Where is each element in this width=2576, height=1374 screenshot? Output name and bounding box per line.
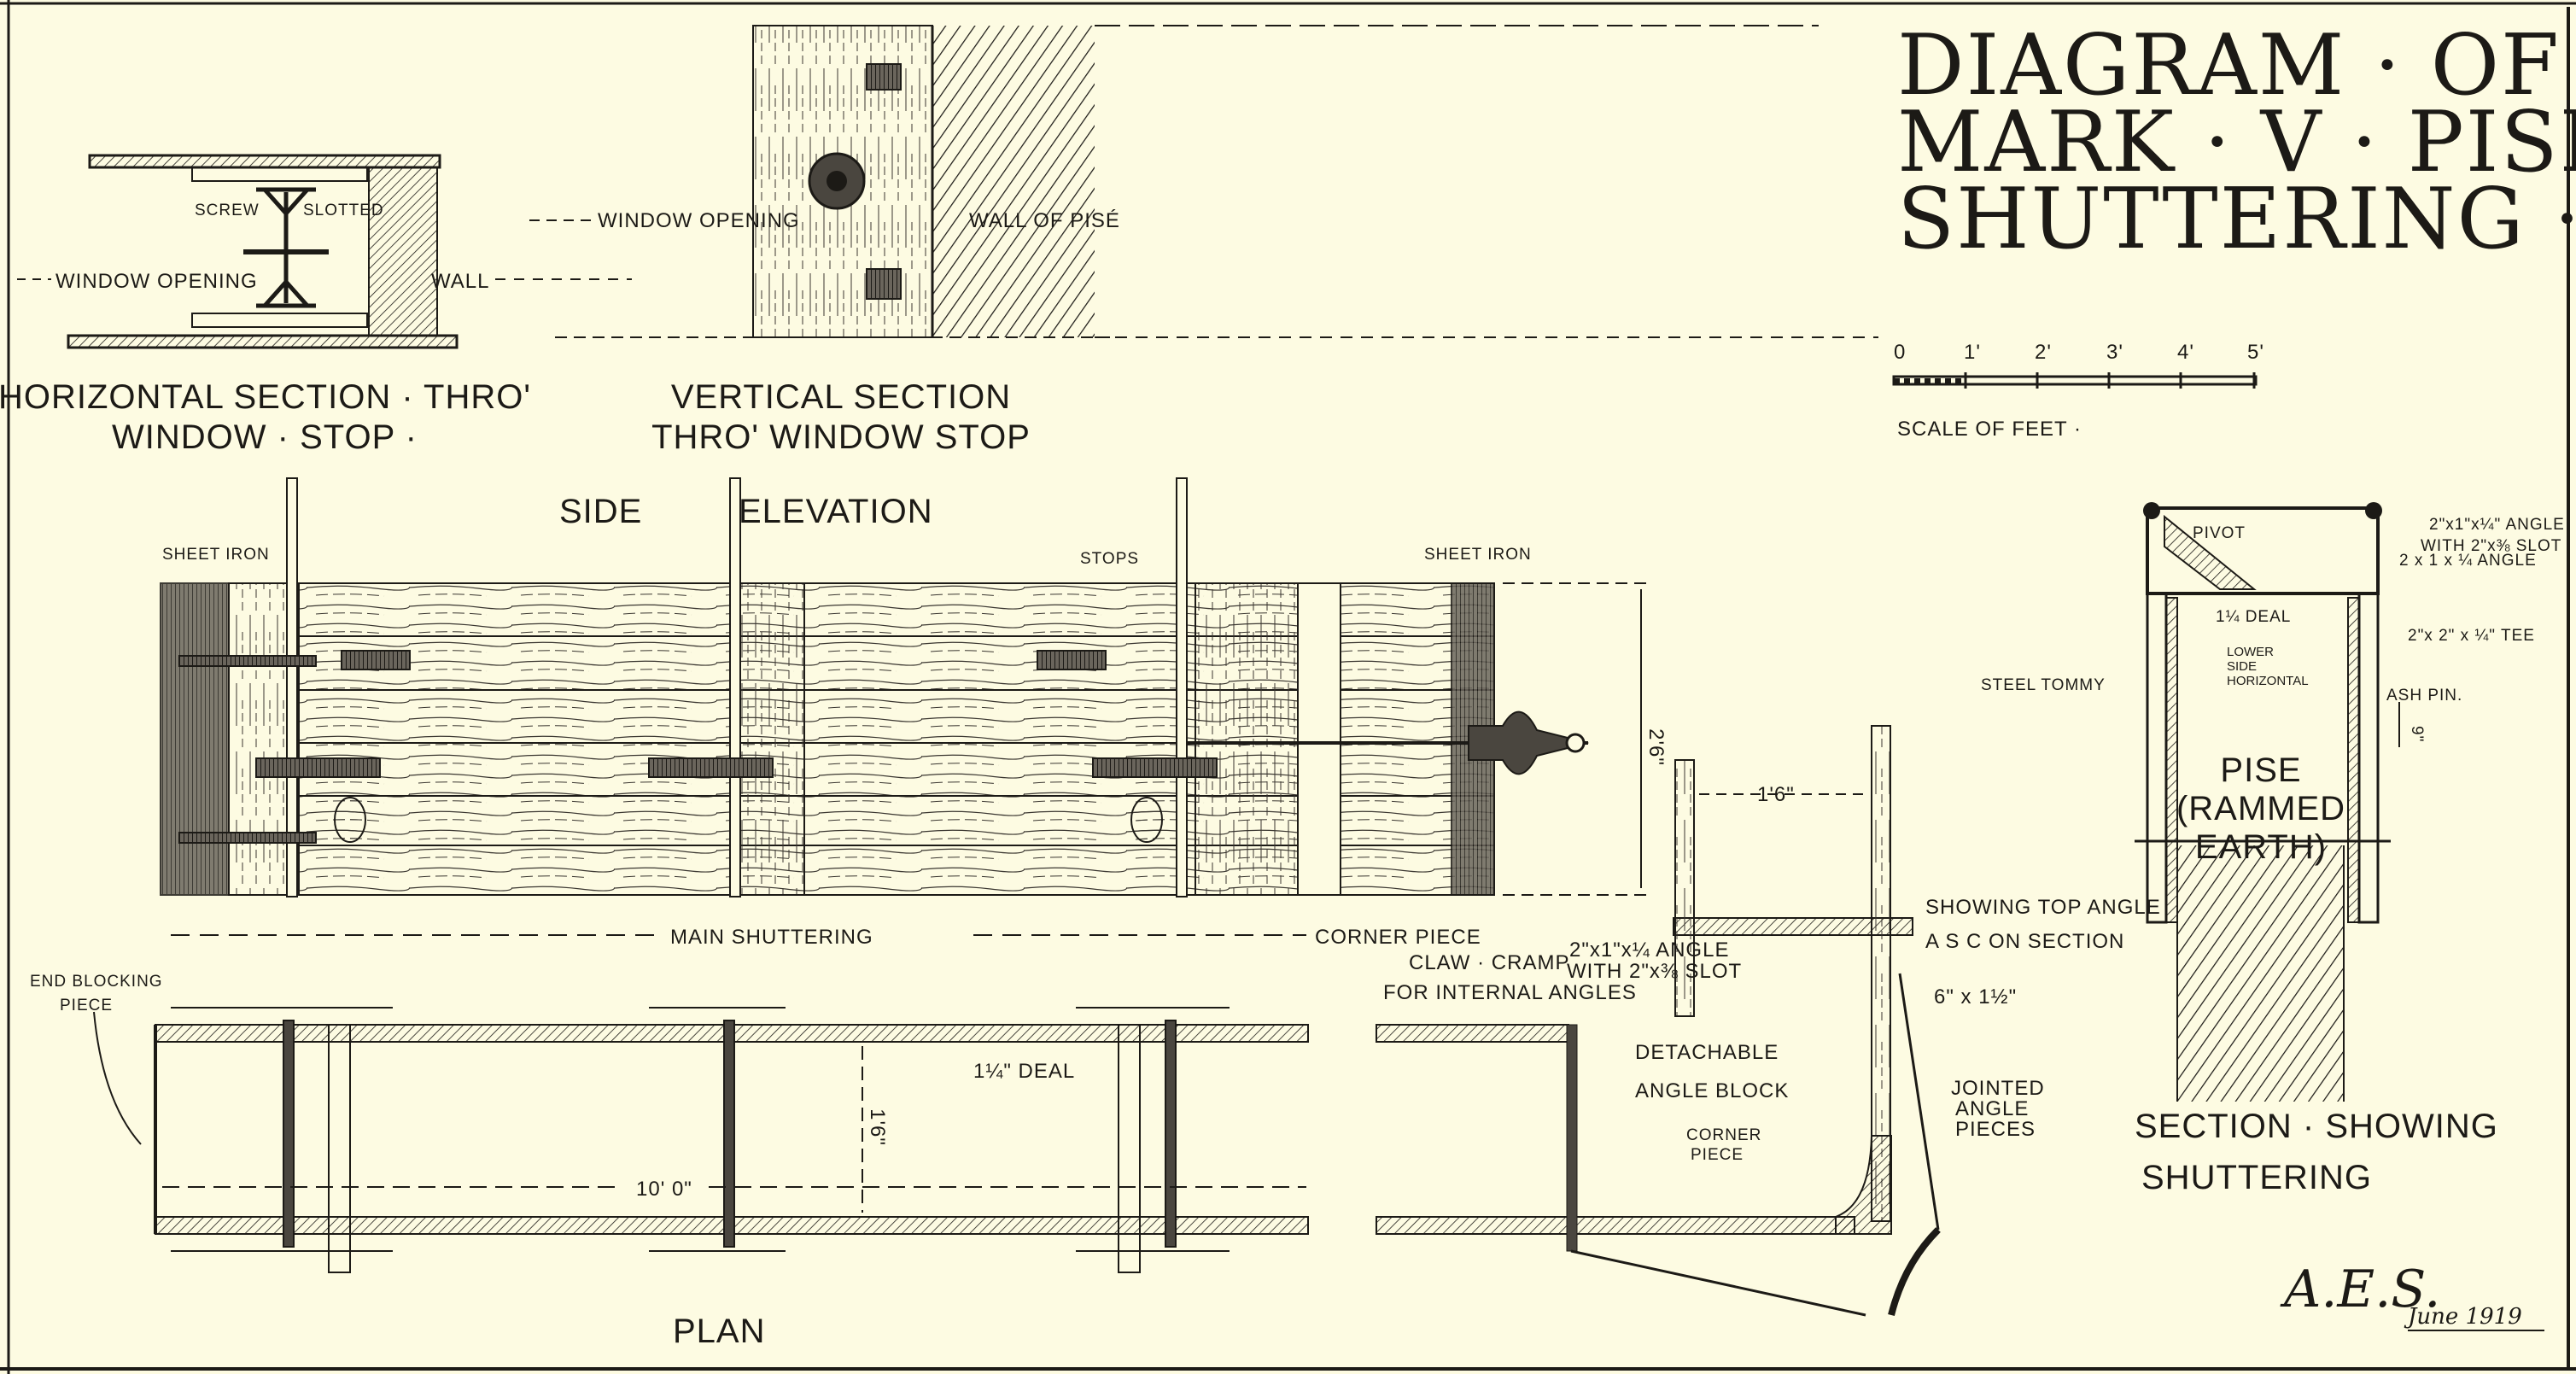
section-top-angle-1: 2"x1"x¼" ANGLE — [2429, 516, 2565, 534]
pise-label-1: PISE — [2220, 751, 2301, 789]
slotted-label: SLOTTED — [303, 202, 384, 219]
signature-initials: A.E.S. — [2280, 1260, 2440, 1319]
cross-section-drawing: 2"x1"x¼" ANGLE WITH 2"x⅜ SLOT PIVOT 2 x … — [1981, 502, 2565, 1196]
window-opening-label: WINDOW OPENING — [55, 270, 258, 293]
title-block: DIAGRAM · OF MARK · V · PISÉ SHUTTERING … — [1897, 17, 2576, 268]
plan-deal-label: 1¼" DEAL — [973, 1060, 1075, 1083]
horizontal-section-caption-1: HORIZONTAL SECTION · THRO' — [0, 378, 531, 416]
jointed-label-2: ANGLE — [1955, 1097, 2029, 1120]
vertical-section-caption-1: VERTICAL SECTION — [671, 378, 1011, 416]
plan-drawing: MAIN SHUTTERING CORNER PIECE END BLOCKIN… — [30, 926, 1481, 1350]
signature: A.E.S. June 1919 — [2280, 1260, 2544, 1331]
scale-tick-3: 3' — [2106, 341, 2123, 364]
jointed-label-1: JOINTED — [1951, 1077, 2045, 1100]
pivot-label: PIVOT — [2193, 524, 2246, 542]
sheet-iron-right-label: SHEET IRON — [1424, 546, 1532, 564]
vertical-section-caption-2: THRO' WINDOW STOP — [651, 418, 1031, 456]
sheet-iron-left-label: SHEET IRON — [162, 546, 270, 564]
title-line-1: DIAGRAM · OF — [1897, 17, 2561, 114]
corner-piece-label-plan: CORNER PIECE — [1315, 926, 1481, 949]
corner-piece-label-1: CORNER — [1686, 1126, 1761, 1144]
scale-tick-1: 1' — [1964, 341, 1981, 364]
plan-caption: PLAN — [673, 1313, 766, 1350]
stops-label: STOPS — [1080, 550, 1139, 568]
showing-top-angle-label: SHOWING TOP ANGLE — [1925, 896, 2161, 919]
plan-width-dim: 1'6" — [866, 1108, 889, 1146]
end-blocking-label-1: END BLOCKING — [30, 973, 163, 991]
scale-label: SCALE OF FEET · — [1897, 418, 2082, 441]
tee-label: 2"x 2" x ¼" TEE — [2408, 627, 2535, 645]
section-angle-2-label: 2 x 1 x ¼ ANGLE — [2399, 552, 2537, 570]
plan-length-dim: 10' 0" — [636, 1178, 692, 1201]
strap-dim-label: 6" x 1½" — [1934, 985, 2017, 1009]
window-opening-label-vertical: WINDOW OPENING — [598, 209, 800, 232]
cross-section-caption-2: SHUTTERING — [2141, 1159, 2372, 1196]
claw-cramp-label: CLAW · CRAMP — [1409, 951, 1569, 974]
section-deal-label: 1¼ DEAL — [2216, 608, 2291, 626]
side-elevation-caption-side: SIDE — [559, 493, 642, 530]
wall-of-pise-label: WALL OF PISÉ — [969, 209, 1120, 232]
side-elevation-height-dim: 2'6" — [1644, 728, 1668, 766]
cross-section-caption-1: SECTION · SHOWING — [2135, 1108, 2498, 1145]
lower-label-3: HORIZONTAL — [2227, 674, 2309, 688]
wall-label: WALL — [431, 270, 489, 293]
scale-tick-2: 2' — [2035, 341, 2052, 364]
ash-pin-label: ASH PIN. — [2386, 687, 2462, 705]
corner-angle-spec-2: WITH 2"x⅜ SLOT — [1567, 960, 1742, 983]
corner-width-dim: 1'6" — [1757, 783, 1795, 806]
detachable-label: DETACHABLE — [1635, 1041, 1779, 1064]
horizontal-section-drawing: SCREW SLOTTED WINDOW OPENING WALL HORIZO… — [0, 154, 632, 456]
title-line-3: SHUTTERING · — [1897, 171, 2576, 268]
side-elevation-caption-elevation: ELEVATION — [739, 493, 933, 530]
corner-piece-label-2: PIECE — [1691, 1146, 1744, 1164]
pise-label-3: EARTH) — [2195, 828, 2327, 866]
angle-block-label: ANGLE BLOCK — [1635, 1079, 1789, 1102]
scale-tick-0: 0 — [1894, 341, 1906, 364]
jointed-label-3: PIECES — [1955, 1118, 2036, 1141]
side-elevation-drawing: SIDE ELEVATION SHEET IRON SHEET IRON STO… — [160, 477, 1668, 897]
scale-of-feet: 0 1' 2' 3' 4' 5' SCALE OF FEET · — [1892, 341, 2264, 441]
scale-tick-4: 4' — [2177, 341, 2194, 364]
scale-tick-5: 5' — [2247, 341, 2264, 364]
end-blocking-label-2: PIECE — [60, 997, 113, 1014]
corner-angle-spec-1: 2"x1"x¼ ANGLE — [1569, 938, 1729, 962]
section-top-angle-2: WITH 2"x⅜ SLOT — [2421, 537, 2561, 555]
vertical-section-drawing: WINDOW OPENING WALL OF PISÉ VERTICAL SEC… — [529, 25, 1878, 456]
signature-date: June 1919 — [2404, 1304, 2522, 1330]
asc-on-section-label: A S C ON SECTION — [1925, 930, 2124, 953]
main-shuttering-label: MAIN SHUTTERING — [670, 926, 873, 949]
lower-label-1: LOWER — [2227, 645, 2274, 659]
internal-angles-label: FOR INTERNAL ANGLES — [1383, 981, 1637, 1004]
screw-label: SCREW — [195, 202, 260, 219]
lower-label-2: SIDE — [2227, 659, 2257, 674]
corner-plan-drawing: 1'6" CLAW · CRAMP FOR INTERNAL ANGLES 2"… — [1376, 725, 2161, 1317]
horizontal-section-caption-2: WINDOW · STOP · — [112, 418, 418, 456]
steel-tommy-label: STEEL TOMMY — [1981, 676, 2106, 694]
title-line-2: MARK · V · PISÉ — [1897, 93, 2576, 191]
section-dim-label: 9" — [2408, 726, 2426, 742]
pise-label-2: (RAMMED — [2176, 790, 2345, 827]
